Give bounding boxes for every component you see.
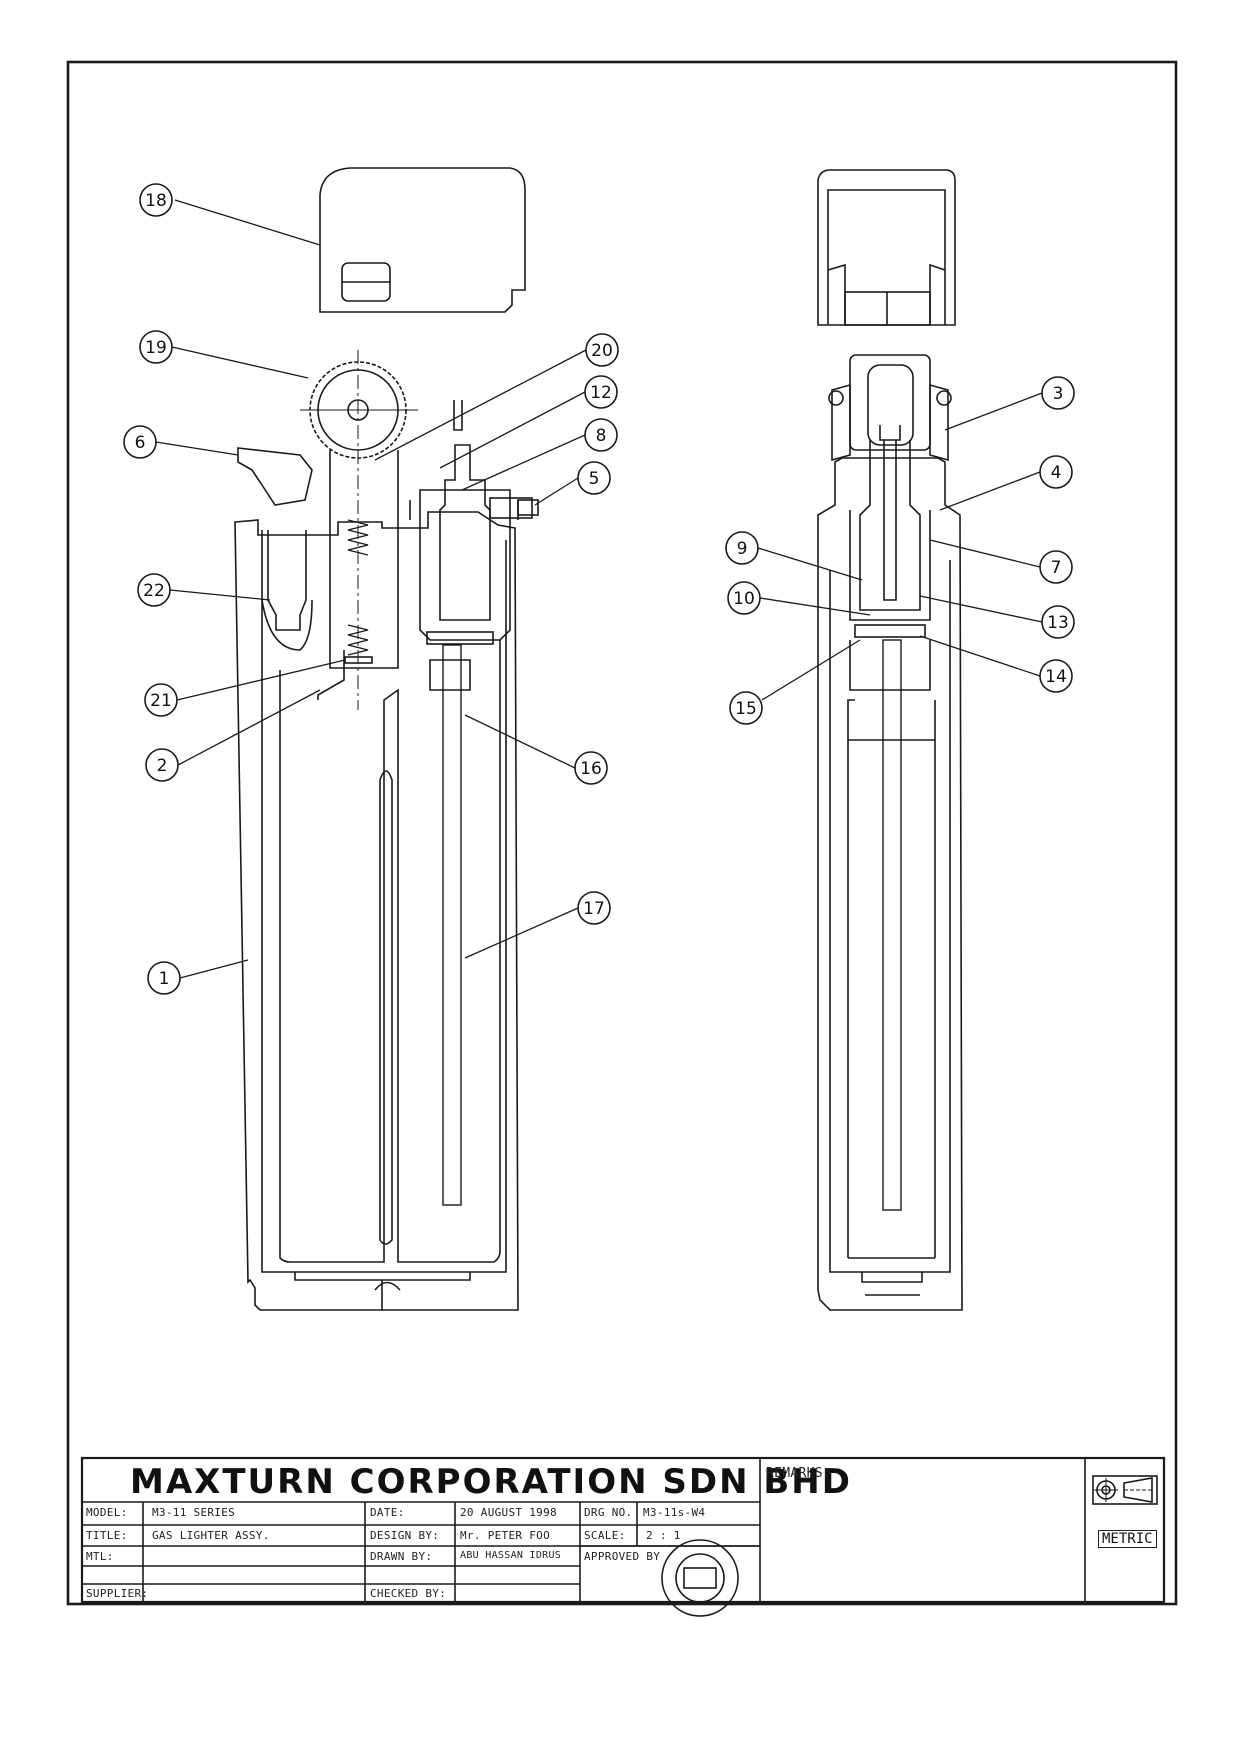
callout-15: 15	[735, 699, 757, 719]
model-label: MODEL:	[86, 1506, 128, 1519]
design-value: Mr. PETER FOO	[460, 1529, 550, 1542]
checked-label: CHECKED BY:	[370, 1587, 447, 1600]
callout-5: 5	[589, 469, 600, 489]
callout-10: 10	[733, 589, 755, 609]
callout-18: 18	[145, 191, 167, 211]
date-value: 20 AUGUST 1998	[460, 1506, 557, 1519]
callout-4: 4	[1051, 463, 1062, 483]
callout-8: 8	[596, 426, 607, 446]
title-block-grid	[80, 1456, 1166, 1604]
callout-12: 12	[590, 383, 612, 403]
metric-badge: METRIC	[1098, 1530, 1157, 1548]
callout-circles	[123, 183, 1075, 995]
spring-lower	[347, 624, 369, 656]
callout-6: 6	[135, 433, 146, 453]
projection-symbol-icon	[1092, 1475, 1158, 1505]
callout-7: 7	[1051, 558, 1062, 578]
sheet-border	[66, 60, 1178, 1606]
drawn-value: ABU HASSAN IDRUS	[460, 1550, 562, 1561]
design-label: DESIGN BY:	[370, 1529, 440, 1542]
cap-left	[319, 167, 526, 313]
date-label: DATE:	[370, 1506, 405, 1519]
wick-right	[882, 639, 902, 1211]
spring-upper	[347, 519, 369, 556]
callout-3: 3	[1053, 384, 1064, 404]
model-value: M3-11 SERIES	[152, 1506, 236, 1519]
body-left	[234, 511, 519, 1311]
callout-17: 17	[583, 899, 605, 919]
callout-19: 19	[145, 338, 167, 358]
callout-1: 1	[159, 969, 170, 989]
body-right	[817, 457, 963, 1311]
cap-right	[817, 169, 956, 326]
title-label: TITLE:	[86, 1529, 128, 1542]
scale-label: SCALE:	[584, 1529, 626, 1542]
company-name: MAXTURN CORPORATION SDN BHD	[130, 1462, 852, 1502]
callout-13: 13	[1047, 613, 1069, 633]
drawn-label: DRAWN BY:	[370, 1550, 433, 1563]
callout-14: 14	[1045, 667, 1067, 687]
lever	[237, 447, 313, 506]
wick-left	[442, 644, 462, 1206]
callout-16: 16	[580, 759, 602, 779]
approved-label: APPROVED BY	[584, 1550, 661, 1563]
callout-22: 22	[143, 581, 165, 601]
remarks-label: REMARKS:	[766, 1466, 832, 1481]
drg-value: M3-11s-W4	[643, 1506, 706, 1519]
callout-21: 21	[150, 691, 172, 711]
mtl-label: MTL:	[86, 1550, 114, 1563]
callout-20: 20	[591, 341, 613, 361]
title-value: GAS LIGHTER ASSY.	[152, 1529, 270, 1542]
callout-2: 2	[157, 756, 168, 776]
callout-9: 9	[737, 539, 748, 559]
supplier-label: SUPPLIER:	[86, 1587, 149, 1600]
approval-stamp-icon	[661, 1539, 739, 1617]
scale-value: 2 : 1	[646, 1529, 681, 1542]
callout-labels: 18 19 6 22 21 2 1 20 12 8 5 16 17 3 4 7 …	[135, 191, 1069, 989]
drg-label: DRG NO.	[584, 1506, 633, 1519]
